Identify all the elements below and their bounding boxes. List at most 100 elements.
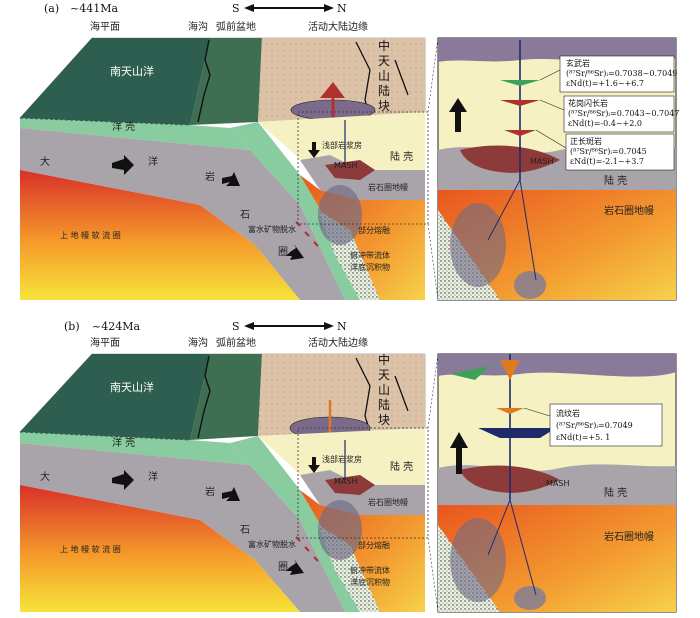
panel-a-arrow-1 [112, 155, 134, 175]
panel-b-arrow-3 [286, 559, 304, 575]
panel-a-dir-s: S [232, 2, 240, 15]
panel-a-granodiorite-sr: (⁸⁷Sr/⁸⁶Sr)ᵢ=0.7043~0.7047 [568, 109, 679, 118]
panel-a-syenite-sr: (⁸⁷Sr/⁸⁶Sr)ᵢ=0.7045 [570, 147, 647, 156]
panel-a-inset-mash: MASH [530, 157, 553, 166]
panel-a-inset-lith: 岩石圈地幔 [604, 204, 654, 217]
panel-a-basalt-sr: (⁸⁷Sr/⁸⁶Sr)ᵢ=0.7038~0.7049 [566, 69, 677, 78]
panel-b-rhyolite-nd: εNd(t)=+5. 1 [556, 433, 610, 442]
panel-b-partial-melt: 部分熔融 [358, 540, 390, 550]
panel-a-asthenosphere [20, 170, 300, 300]
panel-a-sediment-label: 洋底沉积物 [350, 262, 390, 272]
panel-a-lith-mantle-label: 岩石圈地幔 [368, 182, 408, 192]
panel-b-forearc: 弧前盆地 [216, 336, 256, 349]
panel-b-block-2: 山 [378, 383, 390, 397]
panel-b-crust-label: 陆 壳 [390, 460, 413, 473]
panel-a-slab-2: 圈 [278, 246, 288, 258]
panel-b-block-1: 天 [378, 368, 390, 382]
panel-b-margin: 活动大陆边缘 [308, 336, 368, 349]
panel-a-asthenosphere-label: 上 地 幔 软 流 圈 [60, 230, 121, 240]
panel-a-tag: (a) [44, 2, 59, 15]
panel-a: (a) ~441Ma S N 海平面 海沟 弧前盆地 活动大陆边缘 南天山洋 中… [19, 2, 679, 301]
panel-a-block-2: 山 [378, 69, 390, 83]
panel-a-ocean-label: 南天山洋 [110, 64, 154, 78]
panel-a-margin: 活动大陆边缘 [308, 20, 368, 33]
panel-b-ocean-label: 南天山洋 [110, 380, 154, 394]
panel-b-block-3: 陆 [378, 397, 390, 412]
panel-b-oceanic-crust [20, 432, 250, 465]
panel-a-mash [325, 160, 375, 180]
panel-b-arrow-2 [222, 487, 240, 501]
panel-a-inset-frame [297, 111, 429, 225]
panel-b-age: ~424Ma [92, 320, 140, 333]
panel-a-oceanic-crust-label: 洋 壳 [112, 120, 135, 133]
panel-b-oceanic-crust-label: 洋 壳 [112, 436, 135, 449]
panel-b-ocean [20, 354, 210, 440]
panel-b-dehydration: 富水矿物脱水 [248, 539, 296, 549]
panel-a-chamber-label: 浅部岩浆房 [322, 140, 362, 150]
panel-a-volcano [320, 82, 345, 98]
panel-a-oceanic-crust [20, 118, 250, 150]
panel-a-granodiorite-name: 花岗闪长岩 [568, 98, 608, 108]
panel-b-asthenosphere-label: 上 地 幔 软 流 圈 [60, 544, 121, 554]
panel-a-sea-level: 海平面 [90, 20, 120, 33]
panel-b-melt-zone [318, 500, 362, 560]
panel-b-lith-mantle-label: 岩石圈地幔 [368, 497, 408, 507]
panel-a-granodiorite-nd: εNd(t)=-0.4~+2.0 [568, 119, 642, 128]
panel-a-arrow-2 [222, 172, 240, 186]
panel-b-inset-crust: 陆 壳 [604, 486, 627, 499]
panel-a-ocean [20, 38, 210, 125]
panel-b-inset-lith: 岩石圈地幔 [604, 530, 654, 543]
panel-a-block-1: 天 [378, 54, 390, 68]
panel-a-trench: 海沟 [188, 20, 208, 33]
panel-b: (b) ~424Ma S N 海平面 海沟 弧前盆地 活动大陆边缘 南天山洋 中… [19, 320, 677, 613]
panel-b-ocean-right: 洋 [148, 470, 158, 483]
panel-a-trench-line [197, 39, 211, 123]
panel-a-inset-crust: 陆 壳 [604, 174, 627, 187]
panel-b-chamber-label: 浅部岩浆房 [322, 454, 362, 464]
panel-a-block-4: 块 [378, 99, 390, 113]
panel-a-dehydration: 富水矿物脱水 [248, 224, 296, 234]
panel-a-mash-label: MASH [334, 161, 357, 170]
panel-b-tag: (b) [64, 320, 80, 333]
panel-a-arrow-3 [286, 244, 304, 260]
panel-b-dir-n: N [337, 320, 347, 333]
panel-b-arrow-1 [112, 470, 134, 490]
panel-b-slab-2: 圈 [278, 561, 288, 573]
panel-a-slab-1: 石 [240, 210, 250, 221]
panel-b-block-4: 块 [378, 413, 390, 427]
panel-a-fluid: 俯冲带流体 [350, 250, 390, 260]
panel-b-trench: 海沟 [188, 336, 208, 349]
panel-b-inset: 流纹岩 (⁸⁷Sr/⁸⁶Sr)ᵢ=0.7049 εNd(t)=+5. 1 陆 壳… [437, 353, 677, 613]
panel-a-partial-melt: 部分熔融 [358, 225, 390, 235]
panel-a-age: ~441Ma [70, 2, 118, 15]
panel-a-forearc: 弧前盆地 [216, 20, 256, 33]
panel-b-slab-0: 岩 [205, 485, 215, 498]
panel-b-fluid: 俯冲带流体 [350, 565, 390, 575]
panel-b-ocean-left: 大 [40, 470, 50, 483]
panel-b-asthenosphere [20, 485, 300, 612]
panel-a-oceanic-lithosphere [20, 128, 345, 300]
panel-a-ocean-left: 大 [40, 155, 50, 168]
panel-b-inset-frame [297, 427, 429, 539]
panel-b-continental-crust [258, 428, 425, 485]
panel-b-mash [325, 475, 375, 495]
panel-a-block-0: 中 [378, 38, 390, 53]
panel-a-syenite-name: 正长斑岩 [570, 136, 602, 146]
panel-b-dir-s: S [232, 320, 240, 333]
panel-a-inset: 玄武岩 (⁸⁷Sr/⁸⁶Sr)ᵢ=0.7038~0.7049 εNd(t)=+1… [437, 37, 679, 301]
panel-a-continental-crust [258, 112, 425, 170]
panel-b-block-0: 中 [378, 352, 390, 367]
panel-b-sea-level: 海平面 [90, 336, 120, 349]
panel-b-slab-1: 石 [240, 525, 250, 536]
panel-b-sediment-label: 洋底沉积物 [350, 577, 390, 587]
panel-b-inset-mash: MASH [546, 479, 569, 488]
panel-a-basalt-name: 玄武岩 [566, 58, 590, 68]
panel-a-basalt-nd: εNd(t)=+1.6~+6.7 [566, 79, 644, 88]
panel-a-slab-0: 岩 [205, 170, 215, 183]
panel-b-rhyolite-sr: (⁸⁷Sr/⁸⁶Sr)ᵢ=0.7049 [556, 421, 633, 430]
panel-a-crust-label: 陆 壳 [390, 150, 413, 163]
panel-b-oceanic-lithosphere [20, 443, 345, 612]
panel-b-mash-label: MASH [334, 477, 357, 486]
panel-a-dir-n: N [337, 2, 347, 15]
